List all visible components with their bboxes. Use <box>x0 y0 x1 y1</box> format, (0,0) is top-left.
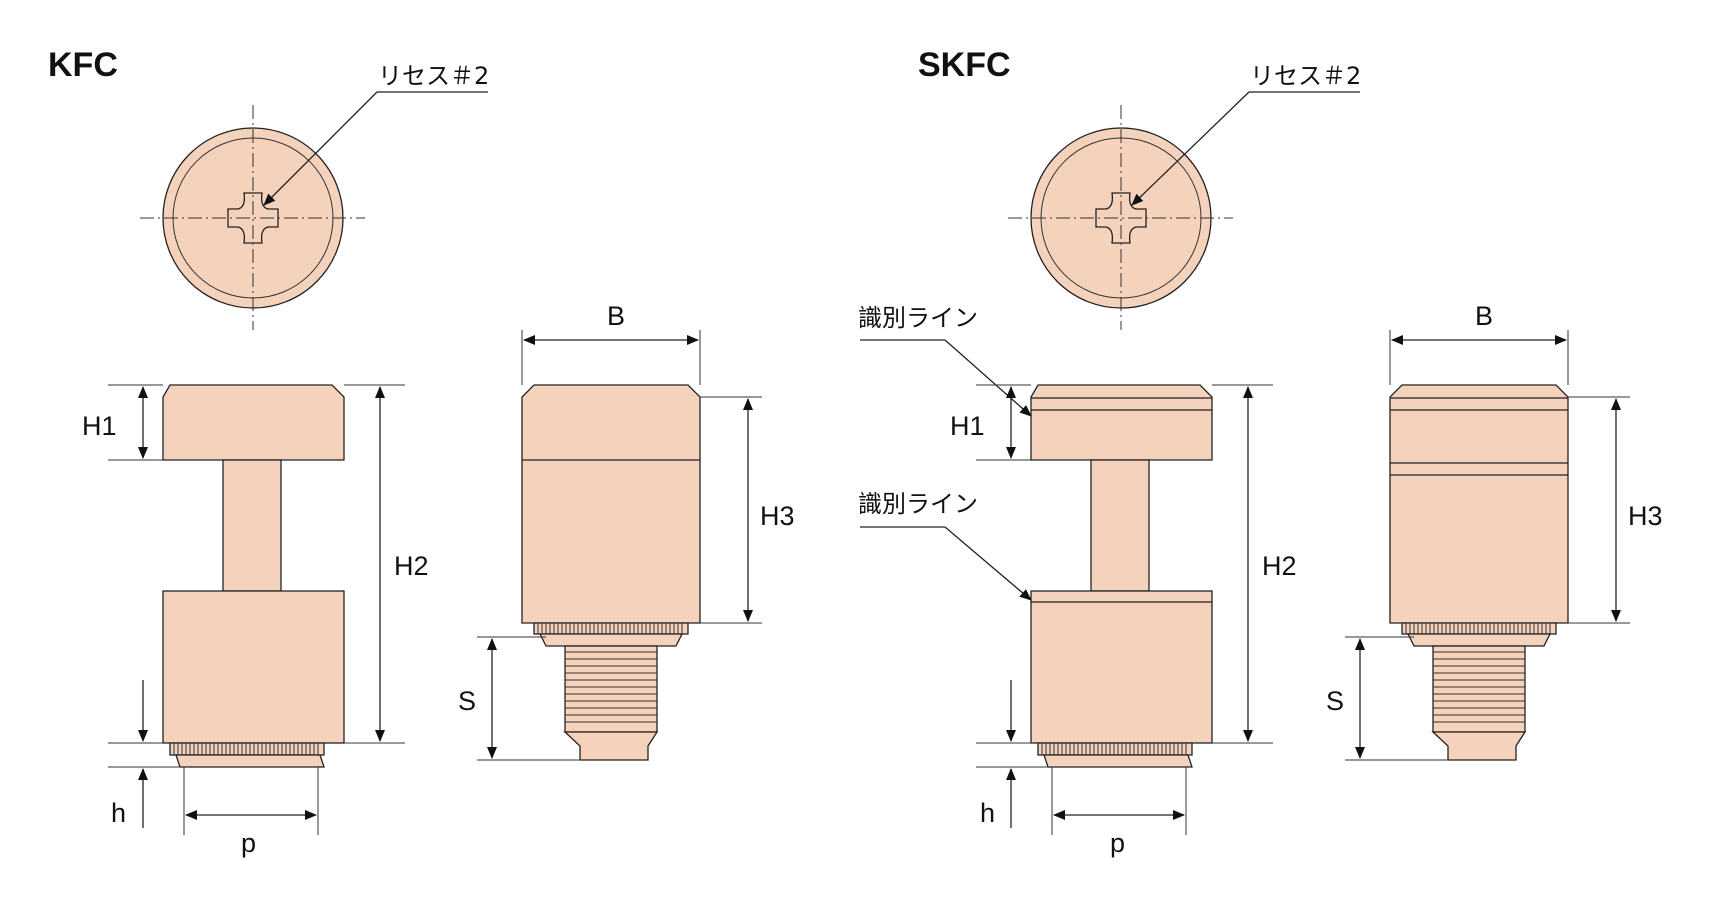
skfc-bottom-flange <box>1043 754 1193 768</box>
kfc-drawing: KFC リセス＃2 H1 <box>48 46 795 858</box>
kfc-side-body <box>521 384 701 624</box>
skfc-side-knurl-band <box>1401 622 1557 635</box>
skfc-recess-leader-arrow <box>1131 91 1250 206</box>
skfc-thread-lines <box>1433 651 1525 723</box>
skfc-shaft <box>1090 459 1150 592</box>
skfc-h-label: h <box>980 798 995 828</box>
kfc-bottom-flange <box>175 754 325 768</box>
kfc-side-knurl-band <box>533 622 689 635</box>
skfc-knurl-lines <box>1041 743 1187 755</box>
kfc-top-view: リセス＃2 <box>140 62 489 330</box>
skfc-front-view: 識別ライン 識別ライン H1 H2 h <box>858 304 1297 858</box>
skfc-id-line-label-1: 識別ライン <box>858 304 978 332</box>
kfc-thread-body <box>564 645 658 733</box>
skfc-id-leader-1-arrow <box>944 339 1032 417</box>
skfc-side-body <box>1389 384 1569 624</box>
kfc-thread-tip <box>563 731 659 761</box>
skfc-h2-label: H2 <box>1262 551 1297 581</box>
skfc-recess-label: リセス＃2 <box>1250 62 1361 90</box>
skfc-phillips-recess <box>1095 192 1147 244</box>
kfc-knurl-lines <box>173 743 319 755</box>
skfc-base-body <box>1030 590 1213 744</box>
kfc-side-view: B H3 S <box>458 301 795 761</box>
kfc-side-knurl-lines <box>537 623 683 634</box>
skfc-side-view: B H3 S <box>1326 301 1663 761</box>
kfc-h2-label: H2 <box>394 551 429 581</box>
skfc-id-line-label-2: 識別ライン <box>858 490 978 518</box>
kfc-base-body <box>162 590 345 744</box>
skfc-s-label: S <box>1326 686 1344 716</box>
skfc-drawing: SKFC リセス＃2 識別ライン 識別ライ <box>858 46 1663 858</box>
skfc-knurl-band <box>1037 742 1193 756</box>
skfc-top-view: リセス＃2 <box>1008 62 1361 330</box>
kfc-recess-label: リセス＃2 <box>378 62 489 90</box>
kfc-p-label: p <box>241 828 256 858</box>
skfc-title: SKFC <box>918 46 1011 84</box>
skfc-h1-label: H1 <box>950 411 985 441</box>
kfc-recess-leader-arrow <box>263 91 378 206</box>
skfc-thread-body <box>1432 645 1526 733</box>
kfc-side-flange <box>538 633 684 647</box>
kfc-head-body <box>162 384 345 461</box>
skfc-thread-tip <box>1431 731 1527 761</box>
skfc-side-flange <box>1406 633 1552 647</box>
kfc-title: KFC <box>48 46 118 84</box>
kfc-b-label: B <box>607 301 625 331</box>
kfc-shaft <box>222 459 282 592</box>
kfc-h1-label: H1 <box>82 411 117 441</box>
skfc-h3-label: H3 <box>1628 501 1663 531</box>
skfc-side-knurl-lines <box>1405 623 1551 634</box>
skfc-b-label: B <box>1475 301 1493 331</box>
kfc-h3-label: H3 <box>760 501 795 531</box>
kfc-thread-lines <box>565 651 657 723</box>
kfc-phillips-recess <box>227 192 279 244</box>
skfc-p-label: p <box>1110 828 1125 858</box>
kfc-s-label: S <box>458 686 476 716</box>
kfc-h-label: h <box>111 798 126 828</box>
kfc-front-view: H1 H2 h p <box>82 384 429 858</box>
kfc-knurl-band <box>169 742 325 756</box>
skfc-id-leader-2-arrow <box>944 526 1032 601</box>
skfc-head-body <box>1030 384 1213 461</box>
